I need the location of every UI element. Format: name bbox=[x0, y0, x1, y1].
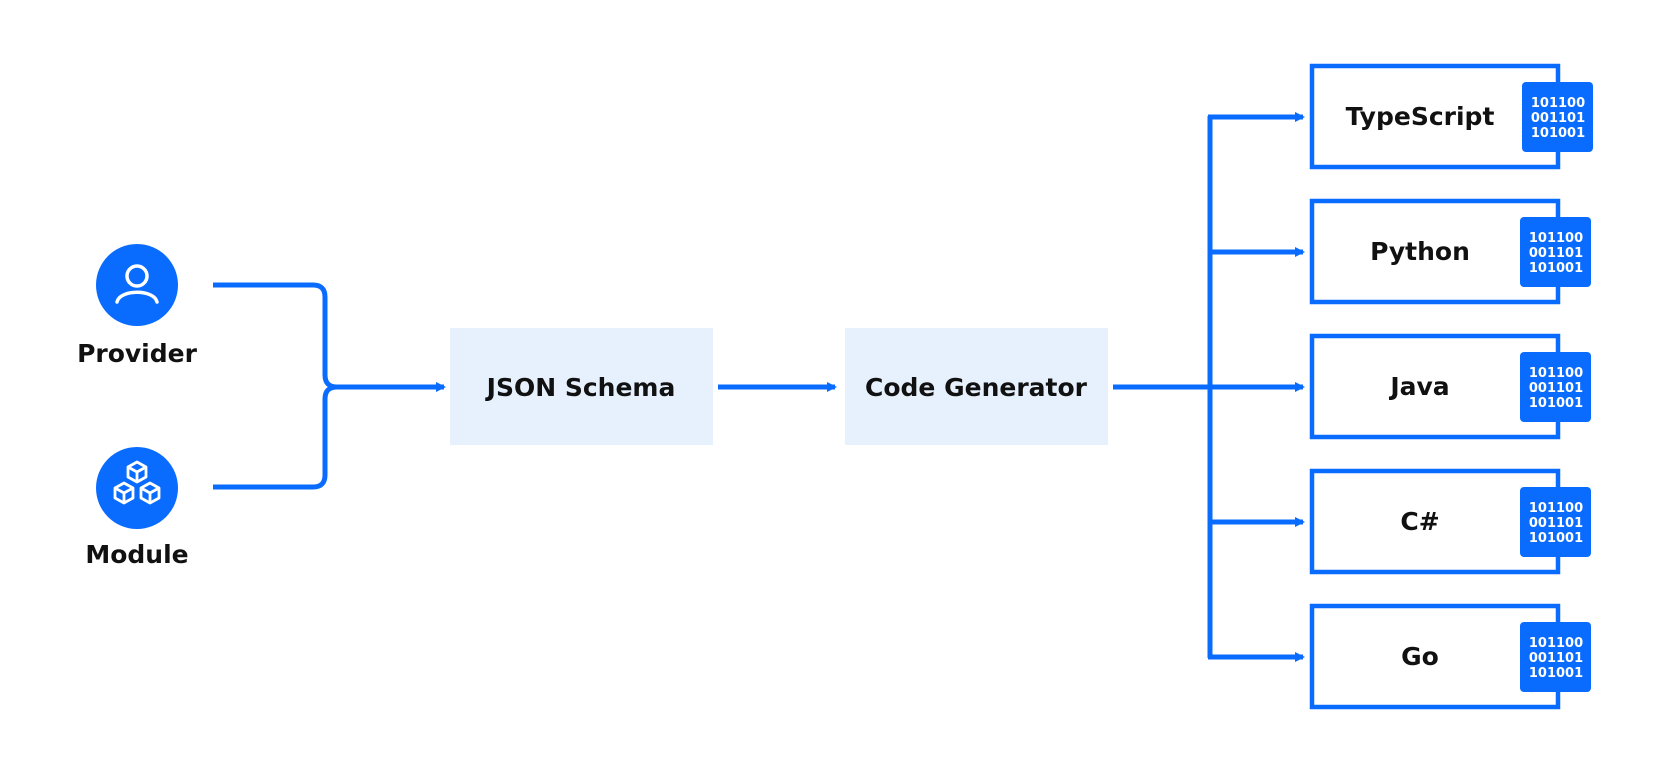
svg-text:001101: 001101 bbox=[1531, 111, 1585, 126]
generator-label: Code Generator bbox=[865, 373, 1088, 402]
binary-file-icon: 101100 001101 101001 bbox=[1520, 487, 1591, 557]
source-label: Module bbox=[85, 540, 188, 569]
merge-connector bbox=[213, 282, 446, 490]
output-label: TypeScript bbox=[1346, 102, 1495, 131]
schema-label: JSON Schema bbox=[485, 373, 676, 402]
svg-text:101001: 101001 bbox=[1531, 126, 1585, 141]
svg-text:001101: 001101 bbox=[1529, 651, 1583, 666]
svg-text:101100: 101100 bbox=[1529, 231, 1583, 246]
svg-text:101001: 101001 bbox=[1529, 261, 1583, 276]
output-box bbox=[1309, 333, 1561, 440]
output-python: Python 101100 001101 101001 bbox=[1309, 198, 1591, 305]
binary-file-icon: 101100 001101 101001 bbox=[1520, 352, 1591, 422]
output-java: Java 101100 001101 101001 bbox=[1309, 333, 1591, 440]
node-json-schema: JSON Schema bbox=[450, 328, 713, 445]
svg-text:101100: 101100 bbox=[1529, 366, 1583, 381]
output-label: Python bbox=[1370, 237, 1470, 266]
svg-text:001101: 001101 bbox=[1529, 381, 1583, 396]
binary-file-icon: 101100 001101 101001 bbox=[1520, 622, 1591, 692]
output-box bbox=[1309, 63, 1561, 170]
binary-file-icon: 101100 001101 101001 bbox=[1520, 217, 1591, 287]
fanout-connector bbox=[1113, 112, 1305, 662]
svg-text:101100: 101100 bbox=[1531, 96, 1585, 111]
schema-box bbox=[450, 328, 713, 445]
module-icon-circle bbox=[96, 447, 178, 529]
cubes-icon bbox=[113, 460, 161, 505]
output-label: Go bbox=[1401, 642, 1439, 671]
source-module: Module bbox=[85, 447, 189, 569]
svg-text:101100: 101100 bbox=[1529, 501, 1583, 516]
svg-text:001101: 001101 bbox=[1529, 246, 1583, 261]
source-label: Provider bbox=[77, 339, 198, 368]
svg-text:101100: 101100 bbox=[1529, 636, 1583, 651]
svg-text:101001: 101001 bbox=[1529, 396, 1583, 411]
output-box bbox=[1309, 603, 1561, 710]
node-code-generator: Code Generator bbox=[845, 328, 1108, 445]
svg-text:101001: 101001 bbox=[1529, 666, 1583, 681]
output-typescript: TypeScript 101100 001101 101001 bbox=[1309, 63, 1593, 170]
output-label: C# bbox=[1400, 507, 1439, 536]
source-provider: Provider bbox=[77, 244, 198, 368]
svg-text:001101: 001101 bbox=[1529, 516, 1583, 531]
user-icon bbox=[115, 264, 159, 304]
output-go: Go 101100 001101 101001 bbox=[1309, 603, 1591, 710]
output-csharp: C# 101100 001101 101001 bbox=[1309, 468, 1591, 575]
svg-text:101001: 101001 bbox=[1529, 531, 1583, 546]
binary-file-icon: 101100 001101 101001 bbox=[1522, 82, 1593, 152]
generator-box bbox=[845, 328, 1108, 445]
output-box bbox=[1309, 198, 1561, 305]
output-label: Java bbox=[1388, 372, 1449, 401]
